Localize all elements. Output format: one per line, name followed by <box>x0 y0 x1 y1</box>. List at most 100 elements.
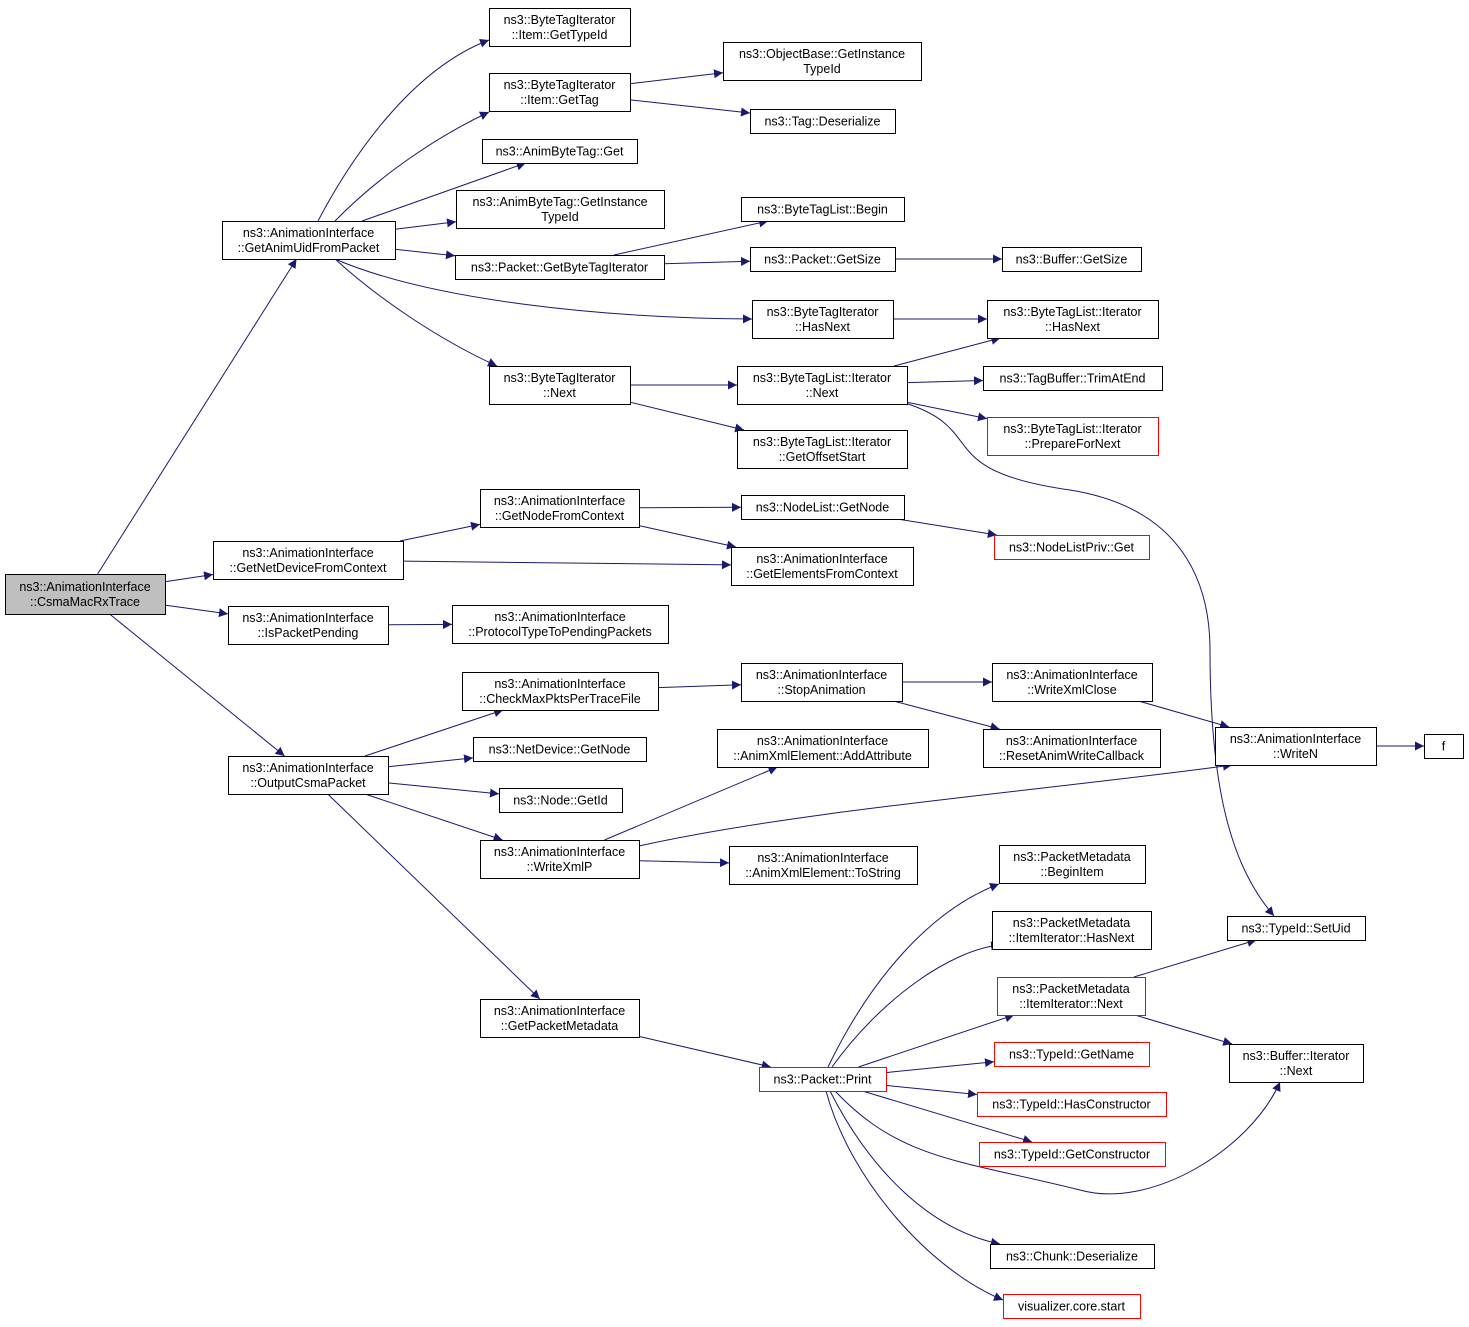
node-box[interactable] <box>977 1092 1167 1117</box>
node-nlGetNode[interactable]: ns3::NodeList::GetNode <box>741 495 905 520</box>
node-getElemCtx[interactable]: ns3::AnimationInterface::GetElementsFrom… <box>731 547 914 586</box>
node-pktGetBTI[interactable]: ns3::Packet::GetByteTagIterator <box>455 255 665 280</box>
node-writeN[interactable]: ns3::AnimationInterface::WriteN <box>1215 727 1377 766</box>
node-box[interactable] <box>990 1244 1155 1269</box>
node-btiNext[interactable]: ns3::ByteTagIterator::Next <box>489 366 631 405</box>
node-nlPrivGet[interactable]: ns3::NodeListPriv::Get <box>994 535 1150 560</box>
node-isPending[interactable]: ns3::AnimationInterface::IsPacketPending <box>228 606 389 645</box>
node-box[interactable] <box>213 541 404 580</box>
node-box[interactable] <box>452 605 669 644</box>
node-stopAnim[interactable]: ns3::AnimationInterface::StopAnimation <box>741 663 903 702</box>
node-abtGet[interactable]: ns3::AnimByteTag::Get <box>482 139 638 164</box>
node-box[interactable] <box>731 547 914 586</box>
node-visStart[interactable]: visualizer.core.start <box>1003 1294 1141 1319</box>
node-outCsma[interactable]: ns3::AnimationInterface::OutputCsmaPacke… <box>228 756 389 795</box>
node-box[interactable] <box>228 756 389 795</box>
node-btiGetTypeId[interactable]: ns3::ByteTagIterator::Item::GetTypeId <box>489 8 631 47</box>
node-getNodeCtx[interactable]: ns3::AnimationInterface::GetNodeFromCont… <box>480 489 640 528</box>
node-box[interactable] <box>1424 734 1464 759</box>
node-pmBeginItem[interactable]: ns3::PacketMetadata::BeginItem <box>999 845 1146 884</box>
node-box[interactable] <box>759 1067 887 1092</box>
node-btlItNext[interactable]: ns3::ByteTagList::Iterator::Next <box>737 366 908 405</box>
node-getAnimUid[interactable]: ns3::AnimationInterface::GetAnimUidFromP… <box>222 221 396 260</box>
node-box[interactable] <box>480 489 640 528</box>
node-box[interactable] <box>480 840 640 879</box>
node-box[interactable] <box>729 846 918 885</box>
node-ndGetNode[interactable]: ns3::NetDevice::GetNode <box>473 737 647 762</box>
node-box[interactable] <box>992 663 1153 702</box>
node-box[interactable] <box>750 109 896 134</box>
node-btlBegin[interactable]: ns3::ByteTagList::Begin <box>741 197 905 222</box>
node-box[interactable] <box>462 672 659 711</box>
node-f[interactable]: f <box>1424 734 1464 759</box>
node-box[interactable] <box>723 42 922 81</box>
node-chunkDeser[interactable]: ns3::Chunk::Deserialize <box>990 1244 1155 1269</box>
node-box[interactable] <box>1229 1044 1364 1083</box>
node-pktGetSize[interactable]: ns3::Packet::GetSize <box>750 247 896 272</box>
node-box[interactable] <box>228 606 389 645</box>
node-tidSetUid[interactable]: ns3::TypeId::SetUid <box>1227 916 1366 941</box>
node-getPktMeta[interactable]: ns3::AnimationInterface::GetPacketMetada… <box>480 999 640 1038</box>
node-box[interactable] <box>489 73 631 112</box>
node-box[interactable] <box>455 255 665 280</box>
node-box[interactable] <box>752 300 894 339</box>
node-pktPrint[interactable]: ns3::Packet::Print <box>759 1067 887 1092</box>
node-btiGetTag[interactable]: ns3::ByteTagIterator::Item::GetTag <box>489 73 631 112</box>
node-bufItNext[interactable]: ns3::Buffer::Iterator::Next <box>1229 1044 1364 1083</box>
node-box[interactable] <box>994 535 1150 560</box>
node-getNetDevCtx[interactable]: ns3::AnimationInterface::GetNetDeviceFro… <box>213 541 404 580</box>
node-box[interactable] <box>489 8 631 47</box>
node-protoPending[interactable]: ns3::AnimationInterface::ProtocolTypeToP… <box>452 605 669 644</box>
node-bufGetSize[interactable]: ns3::Buffer::GetSize <box>1002 247 1142 272</box>
node-box[interactable] <box>5 574 166 615</box>
node-box[interactable] <box>473 737 647 762</box>
node-box[interactable] <box>222 221 396 260</box>
node-box[interactable] <box>750 247 896 272</box>
node-box[interactable] <box>489 366 631 405</box>
node-box[interactable] <box>737 366 908 405</box>
node-pmItNext[interactable]: ns3::PacketMetadata::ItemIterator::Next <box>997 977 1146 1016</box>
node-box[interactable] <box>737 430 908 469</box>
node-box[interactable] <box>717 729 929 768</box>
node-box[interactable] <box>1227 916 1366 941</box>
node-box[interactable] <box>999 845 1146 884</box>
node-box[interactable] <box>983 366 1163 391</box>
node-box[interactable] <box>1002 247 1142 272</box>
node-box[interactable] <box>1003 1294 1141 1319</box>
node-box[interactable] <box>997 977 1146 1016</box>
node-tidGetCtor[interactable]: ns3::TypeId::GetConstructor <box>979 1142 1166 1167</box>
node-toString[interactable]: ns3::AnimationInterface::AnimXmlElement:… <box>729 846 918 885</box>
node-checkMax[interactable]: ns3::AnimationInterface::CheckMaxPktsPer… <box>462 672 659 711</box>
node-btlGetOffset[interactable]: ns3::ByteTagList::Iterator::GetOffsetSta… <box>737 430 908 469</box>
node-pmItHasNext[interactable]: ns3::PacketMetadata::ItemIterator::HasNe… <box>992 911 1152 950</box>
node-btiHasNext[interactable]: ns3::ByteTagIterator::HasNext <box>752 300 894 339</box>
node-box[interactable] <box>987 417 1159 456</box>
node-root[interactable]: ns3::AnimationInterface::CsmaMacRxTrace <box>5 574 166 615</box>
node-btlItHasNext[interactable]: ns3::ByteTagList::Iterator::HasNext <box>987 300 1159 339</box>
node-box[interactable] <box>480 999 640 1038</box>
node-box[interactable] <box>741 197 905 222</box>
node-box[interactable] <box>741 495 905 520</box>
node-box[interactable] <box>482 139 638 164</box>
node-btlPrepNext[interactable]: ns3::ByteTagList::Iterator::PrepareForNe… <box>987 417 1159 456</box>
node-box[interactable] <box>1215 727 1377 766</box>
node-resetCb[interactable]: ns3::AnimationInterface::ResetAnimWriteC… <box>983 729 1161 768</box>
node-box[interactable] <box>987 300 1159 339</box>
node-box[interactable] <box>983 729 1161 768</box>
node-nodeGetId[interactable]: ns3::Node::GetId <box>499 788 623 813</box>
node-tagDeser[interactable]: ns3::Tag::Deserialize <box>750 109 896 134</box>
node-tagBufTrim[interactable]: ns3::TagBuffer::TrimAtEnd <box>983 366 1163 391</box>
node-writeXmlClose[interactable]: ns3::AnimationInterface::WriteXmlClose <box>992 663 1153 702</box>
node-box[interactable] <box>456 190 665 229</box>
node-writeXmlP[interactable]: ns3::AnimationInterface::WriteXmlP <box>480 840 640 879</box>
node-box[interactable] <box>979 1142 1166 1167</box>
node-addAttr[interactable]: ns3::AnimationInterface::AnimXmlElement:… <box>717 729 929 768</box>
node-tidGetName[interactable]: ns3::TypeId::GetName <box>994 1042 1150 1067</box>
node-box[interactable] <box>992 911 1152 950</box>
node-box[interactable] <box>994 1042 1150 1067</box>
node-box[interactable] <box>741 663 903 702</box>
node-box[interactable] <box>499 788 623 813</box>
node-tidHasCtor[interactable]: ns3::TypeId::HasConstructor <box>977 1092 1167 1117</box>
